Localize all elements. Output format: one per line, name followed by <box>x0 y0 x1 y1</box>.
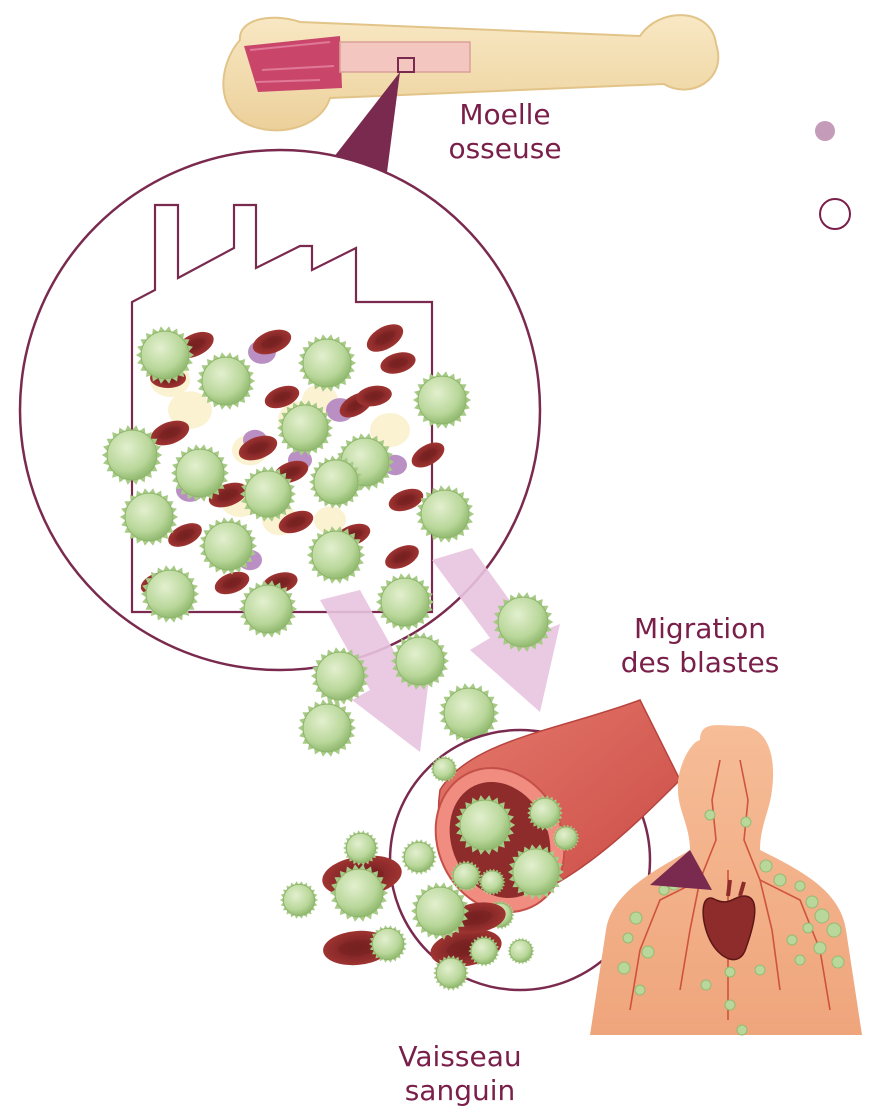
label-bone-marrow-line1: Moelle <box>430 98 580 132</box>
bullet-filled <box>815 121 835 141</box>
lymph-node-icon <box>832 956 844 968</box>
lymph-node-icon <box>795 955 805 965</box>
lymph-node-icon <box>803 923 813 933</box>
label-migration: Migration des blastes <box>600 612 800 680</box>
lymph-node-icon <box>737 1025 747 1035</box>
label-blood-vessel: Vaisseau sanguin <box>370 1040 550 1108</box>
lymph-node-icon <box>635 985 645 995</box>
lymph-node-icon <box>630 912 642 924</box>
lymph-node-icon <box>795 881 805 891</box>
bullet-empty <box>820 199 850 229</box>
blast-cell-icon <box>298 699 356 757</box>
label-migration-line1: Migration <box>600 612 800 646</box>
lymph-node-icon <box>659 885 669 895</box>
label-bone-marrow-line2: osseuse <box>430 132 580 166</box>
label-migration-line2: des blastes <box>600 646 800 680</box>
lymph-node-icon <box>814 942 826 954</box>
lymph-node-icon <box>725 967 735 977</box>
lymph-node-icon <box>815 909 829 923</box>
lymph-node-icon <box>701 980 711 990</box>
lymph-node-icon <box>755 965 765 975</box>
lymph-node-icon <box>642 946 654 958</box>
lymph-node-icon <box>774 874 786 886</box>
blast-cell-icon <box>280 881 318 919</box>
lymph-node-icon <box>827 923 841 937</box>
label-blood-vessel-line2: sanguin <box>370 1074 550 1108</box>
lymph-node-icon <box>725 1000 735 1010</box>
label-blood-vessel-line1: Vaisseau <box>370 1040 550 1074</box>
lymph-node-icon <box>787 935 797 945</box>
lymph-node-icon <box>618 962 630 974</box>
lymph-node-icon <box>705 810 715 820</box>
label-bone-marrow: Moelle osseuse <box>430 98 580 166</box>
lymph-node-icon <box>741 817 751 827</box>
lymph-node-icon <box>806 896 818 908</box>
lymph-node-icon <box>623 933 633 943</box>
lymph-node-icon <box>760 860 772 872</box>
